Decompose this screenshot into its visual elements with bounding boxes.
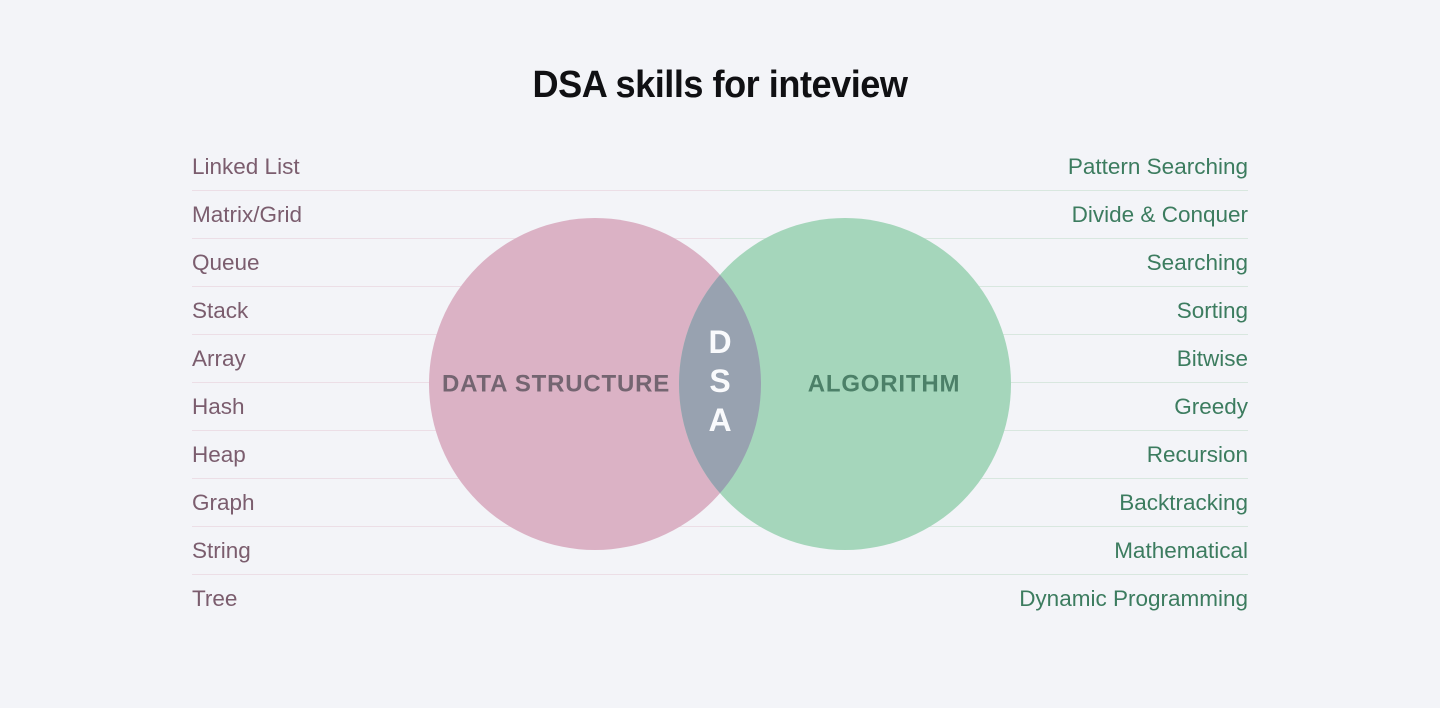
table-row: Hash Greedy [192,383,1248,431]
data-structure-item: Matrix/Grid [192,191,720,239]
algorithm-item: Backtracking [720,479,1248,527]
data-structure-item: Array [192,335,720,383]
algorithm-item: Bitwise [720,335,1248,383]
table-row: Linked List Pattern Searching [192,143,1248,191]
table-row: String Mathematical [192,527,1248,575]
algorithm-item: Greedy [720,383,1248,431]
table-row: Heap Recursion [192,431,1248,479]
data-structure-item: Tree [192,586,238,611]
skills-list: Linked List Pattern Searching Matrix/Gri… [192,143,1248,623]
algorithm-item: Divide & Conquer [720,191,1248,239]
page-title: DSA skills for inteview [532,64,908,106]
algorithm-item: Searching [720,239,1248,287]
data-structure-item: Heap [192,431,720,479]
data-structure-item: String [192,527,720,575]
algorithm-item: Pattern Searching [720,143,1248,191]
table-row: Stack Sorting [192,287,1248,335]
data-structure-item: Queue [192,239,720,287]
table-row: Queue Searching [192,239,1248,287]
table-row: Tree Dynamic Programming [192,575,1248,623]
table-row: Graph Backtracking [192,479,1248,527]
algorithm-item: Mathematical [720,527,1248,575]
algorithm-item: Dynamic Programming [1019,586,1248,611]
data-structure-item: Stack [192,287,720,335]
data-structure-item: Hash [192,383,720,431]
table-row: Array Bitwise [192,335,1248,383]
table-row: Matrix/Grid Divide & Conquer [192,191,1248,239]
data-structure-item: Linked List [192,143,720,191]
data-structure-item: Graph [192,479,720,527]
algorithm-item: Sorting [720,287,1248,335]
algorithm-item: Recursion [720,431,1248,479]
